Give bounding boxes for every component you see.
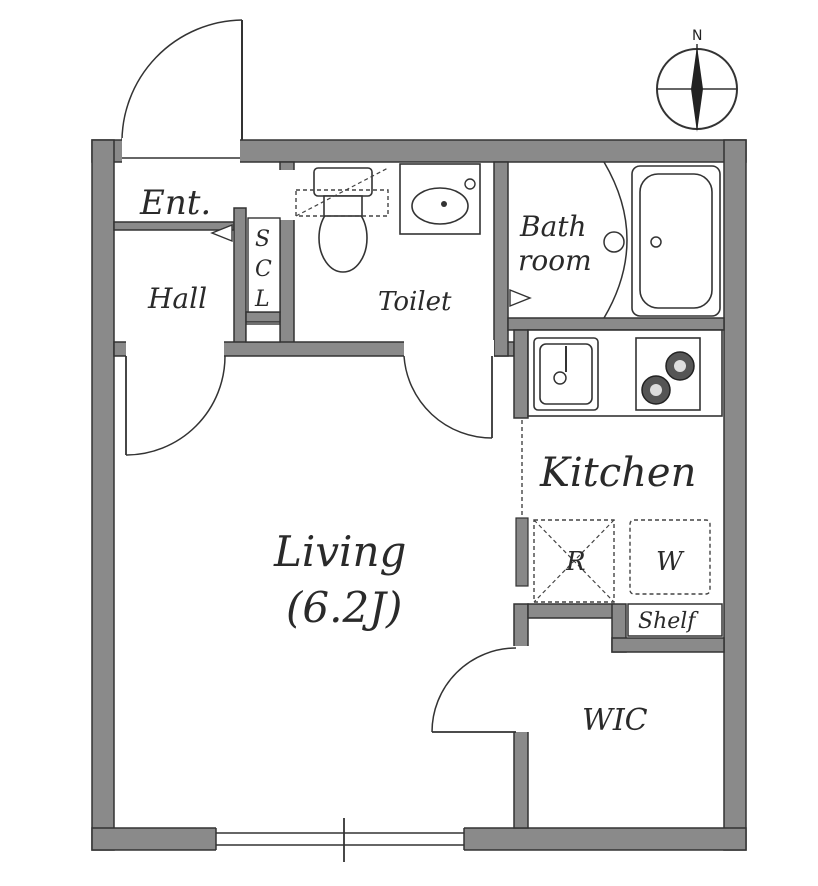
- label-hall: Hall: [147, 282, 207, 315]
- compass-north-label: N: [692, 28, 702, 44]
- interior-doors: [125, 161, 628, 733]
- label-living: Living: [273, 527, 406, 576]
- compass: N: [656, 28, 738, 132]
- scl-closet: [247, 217, 281, 313]
- kitchen-counter: [527, 329, 723, 417]
- label-scl-l: L: [254, 287, 270, 312]
- outer-walls: [91, 138, 747, 862]
- label-shelf: Shelf: [638, 609, 699, 634]
- label-bath-line1: Bath: [519, 210, 587, 243]
- appliance-spaces: [533, 519, 723, 637]
- label-living-size: (6.2J): [286, 583, 402, 632]
- label-entrance: Ent.: [139, 183, 211, 223]
- label-wic: WIC: [582, 703, 648, 738]
- toilet-fixtures: [295, 163, 481, 273]
- label-fridge: R: [565, 547, 586, 577]
- room-labels: Ent. Hall S C L Toilet Bath room Kitchen…: [139, 183, 699, 738]
- interior-walls: [113, 161, 725, 829]
- label-toilet: Toilet: [378, 287, 452, 317]
- label-kitchen: Kitchen: [539, 450, 696, 496]
- label-scl-s: S: [255, 227, 270, 252]
- bathtub: [603, 165, 721, 317]
- kitchen-boundary: [515, 420, 529, 587]
- label-washer: W: [656, 547, 685, 577]
- label-scl-c: C: [255, 257, 272, 282]
- scl-shelf: [245, 323, 281, 343]
- label-bath-line2: room: [518, 244, 592, 277]
